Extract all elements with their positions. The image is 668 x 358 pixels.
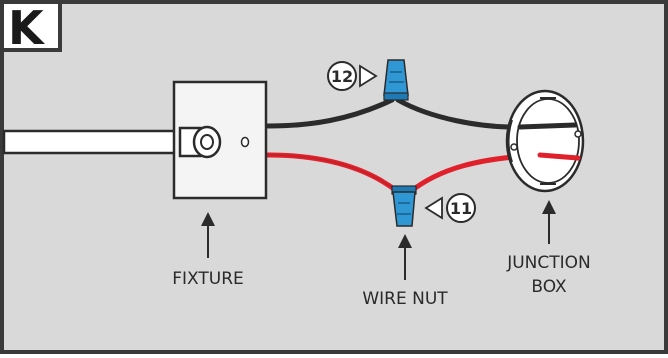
junction-box-label-line1: JUNCTION bbox=[507, 253, 591, 273]
junction-box-leader-arrow bbox=[542, 200, 556, 244]
callout-arrow-upper bbox=[327, 61, 378, 91]
fixture-label: FIXTURE bbox=[172, 269, 244, 289]
fixture-leader-arrow bbox=[201, 212, 215, 258]
panel-letter: K bbox=[8, 1, 44, 55]
junction-box-label-line2: BOX bbox=[531, 277, 567, 297]
callout-arrow-lower bbox=[424, 193, 476, 223]
wire-nut-lower bbox=[391, 185, 417, 227]
wire-nut-upper bbox=[383, 59, 409, 101]
junction-box bbox=[505, 89, 585, 193]
wire-nut-label: WIRE NUT bbox=[362, 289, 448, 309]
panel-letter-tab-cover bbox=[4, 4, 58, 48]
wire-nut-leader-arrow bbox=[398, 234, 412, 280]
fixture-plate bbox=[172, 80, 268, 200]
callout-number-lower: 11 bbox=[449, 199, 473, 218]
callout-number-upper: 12 bbox=[330, 67, 354, 86]
